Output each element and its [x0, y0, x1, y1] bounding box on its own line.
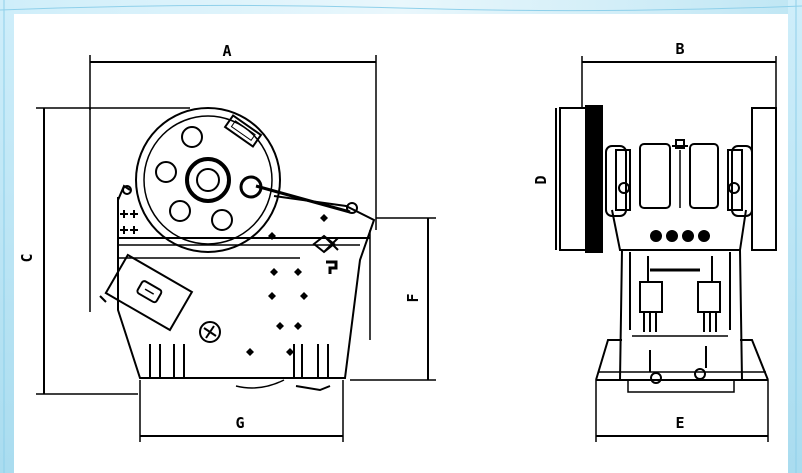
dimension-e: E [595, 380, 769, 442]
left-flywheel [559, 105, 603, 253]
crusher-front-body [605, 139, 753, 384]
dimension-f: F [350, 217, 436, 381]
dimension-c: C [18, 107, 190, 395]
crusher-front-base [595, 339, 769, 393]
dimension-b: B [581, 40, 777, 108]
dimension-label-a: A [222, 42, 231, 60]
dimension-label-d: D [532, 175, 550, 184]
flywheel [135, 107, 281, 253]
side-view: A C F G [18, 42, 436, 442]
rivet-markers [246, 214, 328, 356]
dimension-label-b: B [675, 40, 684, 58]
bolt-markers [120, 210, 138, 234]
dimension-g: G [139, 380, 344, 442]
dimension-label-e: E [675, 414, 684, 432]
front-view: B D E [532, 40, 777, 442]
dimension-label-c: C [18, 253, 36, 262]
dimension-a: A [89, 42, 377, 230]
right-flywheel [751, 107, 777, 251]
dimension-label-f: F [404, 293, 422, 302]
dimension-label-g: G [235, 414, 244, 432]
dimension-d: D [532, 108, 557, 250]
crusher-body [89, 108, 376, 392]
